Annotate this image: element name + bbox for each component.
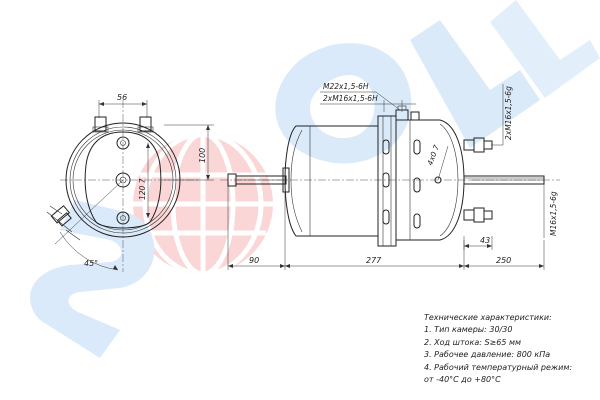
specifications-block: Технические характеристики: 1. Тип камер…: [424, 312, 594, 386]
dim-90: 90: [249, 256, 259, 265]
side-view: M22x1,5-6H 2xM16x1,5-6H 2xM16x1,5-6g 4x0…: [220, 82, 560, 270]
angle-45: 45°: [84, 259, 98, 268]
dim-250: 250: [496, 256, 511, 265]
specs-line-3: 3. Рабочее давление: 800 кПа: [424, 350, 551, 360]
dim-100: 100: [198, 148, 207, 163]
end-view: 56 120 7 100: [46, 93, 214, 272]
thread-2xm16-right: 2xM16x1,5-6g: [504, 86, 513, 140]
side-fittings: [463, 137, 493, 223]
push-rod: [227, 173, 287, 187]
thread-m22: M22x1,5-6H: [323, 82, 369, 91]
hole-4x07: 4x0 7: [425, 144, 441, 167]
release-bolt: [463, 175, 545, 185]
specs-line-4: 4. Рабочий температурный режим:: [424, 362, 573, 372]
dim-43: 43: [480, 236, 490, 245]
sorl-watermark: [30, 0, 600, 358]
dim-120: 120 7: [138, 178, 147, 200]
thread-2xm16-top: 2xM16x1,5-6H: [323, 94, 378, 103]
service-chamber: [282, 125, 379, 237]
specs-title: Технические характеристики:: [424, 313, 552, 322]
specs-line-1: 1. Тип камеры: 30/30: [424, 325, 513, 335]
specs-line-5: от -40°С до +80°С: [424, 375, 501, 385]
watermark-letters: [30, 0, 600, 358]
dim-56: 56: [117, 93, 127, 102]
specs-line-2: 2. Ход штока: S≥65 мм: [424, 337, 522, 347]
mounting-flange: [84, 131, 162, 229]
thread-m16-bottom: M16x1,5-6g: [549, 191, 558, 236]
dim-277: 277: [366, 256, 382, 265]
